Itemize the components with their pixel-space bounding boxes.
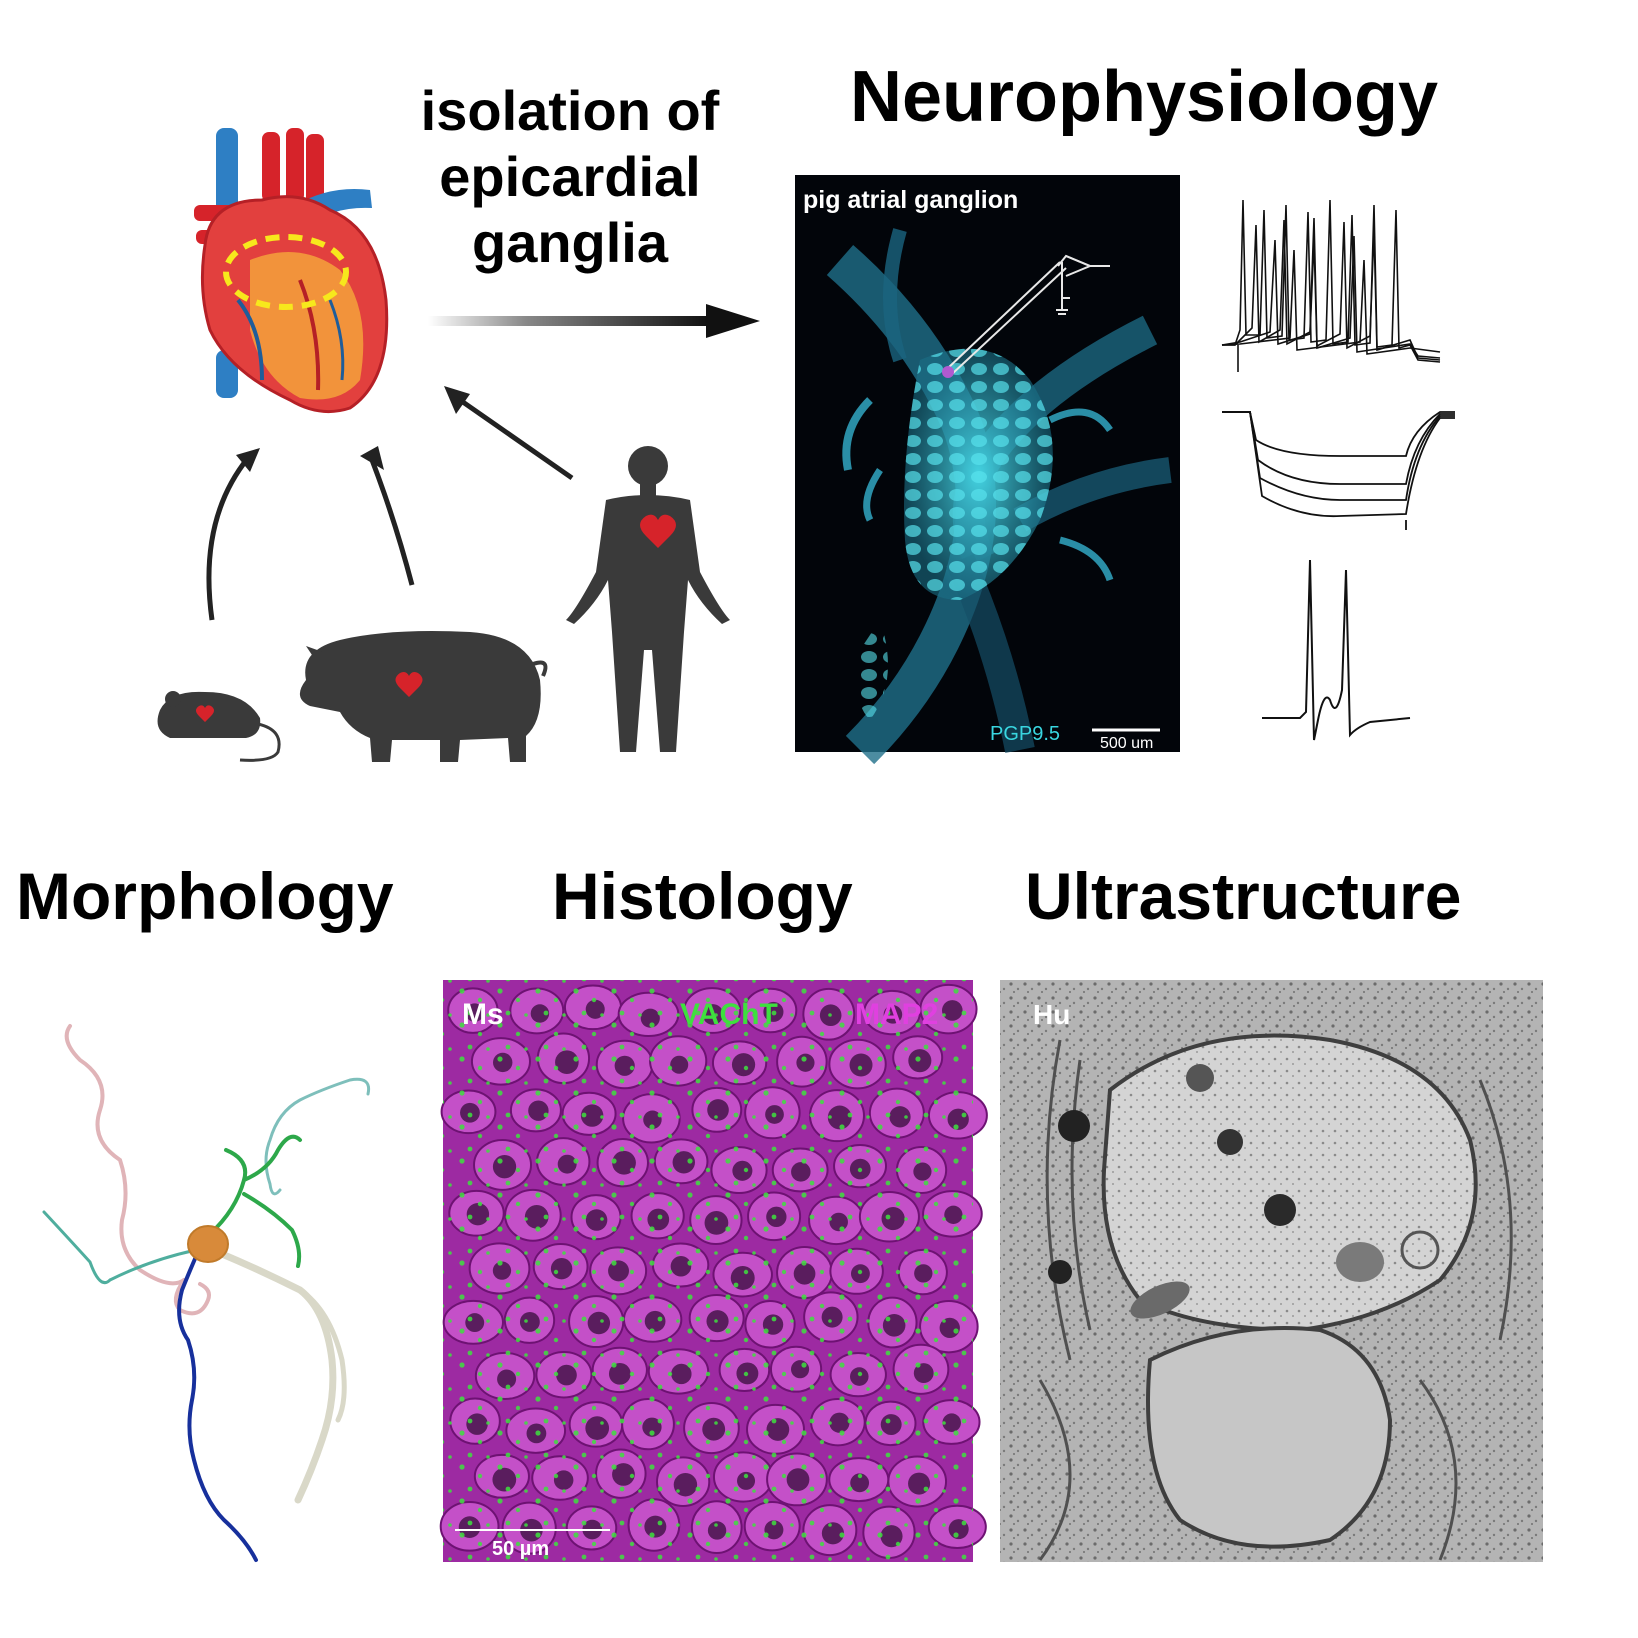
histology-map2-label: MAP2	[855, 998, 938, 1031]
vacht-puncta	[443, 980, 973, 1562]
ganglion-image	[795, 175, 1180, 765]
histology-species-label: Ms	[462, 998, 504, 1031]
histology-scale-label: 50 µm	[492, 1538, 549, 1560]
ganglion-scale-label: 500 um	[1100, 735, 1153, 752]
action-potential-trace	[1262, 559, 1411, 741]
human-icon	[566, 446, 730, 752]
ultrastructure-image	[1000, 980, 1543, 1562]
ultrastructure-title: Ultrastructure	[1025, 859, 1462, 933]
pig-icon	[299, 631, 548, 762]
histology-title: Histology	[552, 859, 853, 933]
hyperpolarization-traces	[1222, 411, 1455, 530]
morphology-title: Morphology	[16, 859, 394, 933]
species-arrows	[206, 397, 574, 621]
neuron-tracing	[42, 1024, 371, 1562]
firing-traces	[1221, 199, 1441, 372]
histology-vacht-label: VAChT	[680, 998, 778, 1031]
neurophysiology-title: Neurophysiology	[850, 57, 1439, 137]
isolation-arrow	[428, 304, 760, 338]
mouse-icon	[157, 691, 281, 762]
isolation-label-line3: ganglia	[471, 211, 669, 274]
isolation-label: isolation of epicardial ganglia	[410, 78, 730, 276]
isolation-label-line2: epicardial	[439, 145, 701, 208]
ultrastructure-species-label: Hu	[1033, 999, 1070, 1030]
patch-pipette-icon	[947, 254, 1110, 375]
isolation-label-line1: isolation of	[420, 79, 720, 142]
ganglion-stain-label: PGP9.5	[990, 723, 1060, 745]
ganglion-label: pig atrial ganglion	[803, 186, 1018, 214]
heart-icon	[194, 128, 389, 414]
